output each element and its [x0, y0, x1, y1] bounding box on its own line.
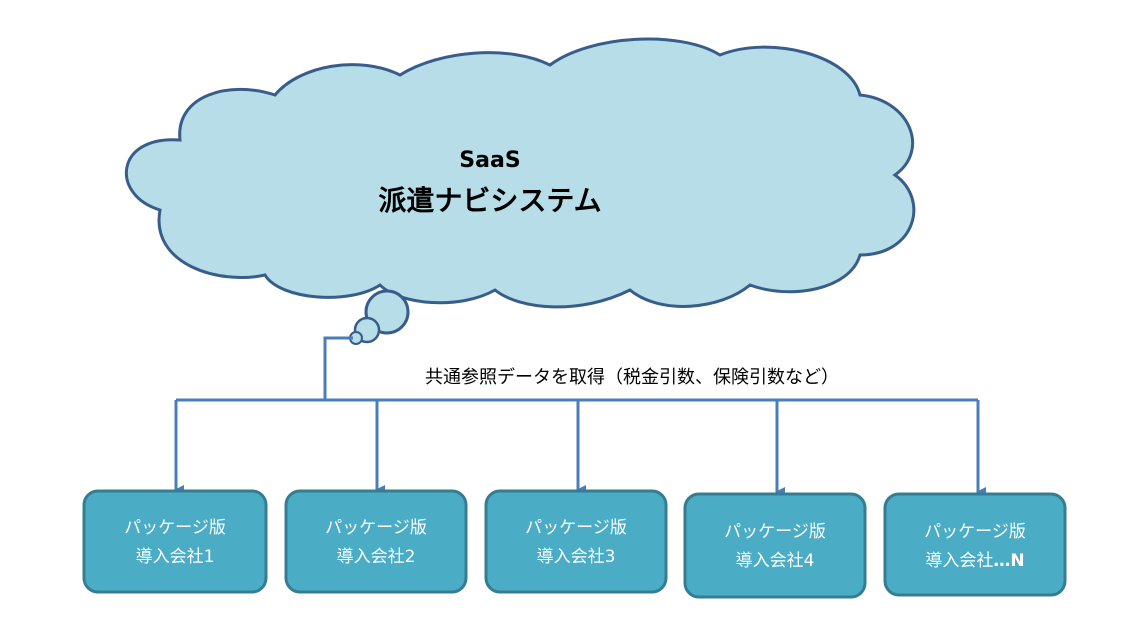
company-box-3: パッケージ版 導入会社3	[484, 489, 668, 594]
company-box-1: パッケージ版 導入会社1	[82, 489, 268, 594]
cloud-title-line2: 派遣ナビシステム	[378, 184, 601, 217]
company-box-1-line1: パッケージ版	[124, 518, 226, 538]
company-box-5-line1: パッケージ版	[924, 522, 1026, 542]
company-box-5-line2-suffix: …N	[993, 551, 1024, 571]
company-box-3-shape	[484, 489, 668, 594]
company-box-5: パッケージ版 導入会社…N	[883, 492, 1067, 597]
connector-trunk	[323, 336, 353, 400]
company-box-4-line2: 導入会社4	[736, 551, 815, 571]
connector-lines	[174, 336, 986, 497]
company-box-4-shape	[683, 492, 867, 599]
company-box-1-line2: 導入会社1	[136, 547, 215, 567]
company-box-5-shape	[883, 492, 1067, 597]
cloud-shape: SaaS 派遣ナビシステム	[124, 37, 916, 309]
company-box-4: パッケージ版 導入会社4	[683, 492, 867, 599]
company-box-2: パッケージ版 導入会社2	[284, 489, 468, 594]
company-box-2-line2: 導入会社2	[337, 547, 416, 567]
company-box-3-line2: 導入会社3	[537, 547, 616, 567]
company-box-1-shape	[82, 489, 268, 594]
company-box-5-line2-prefix: 導入会社	[925, 551, 993, 571]
company-box-4-line1: パッケージ版	[724, 522, 826, 542]
company-box-5-line2: 導入会社…N	[925, 551, 1024, 571]
company-box-2-line1: パッケージ版	[325, 518, 427, 538]
cloud-title-line1: SaaS	[459, 148, 520, 173]
connector-label: 共通参照データを取得（税金引数、保険引数など）	[425, 367, 839, 388]
company-box-3-line1: パッケージ版	[525, 518, 627, 538]
cloud-outline	[124, 37, 916, 309]
company-box-2-shape	[284, 489, 468, 594]
